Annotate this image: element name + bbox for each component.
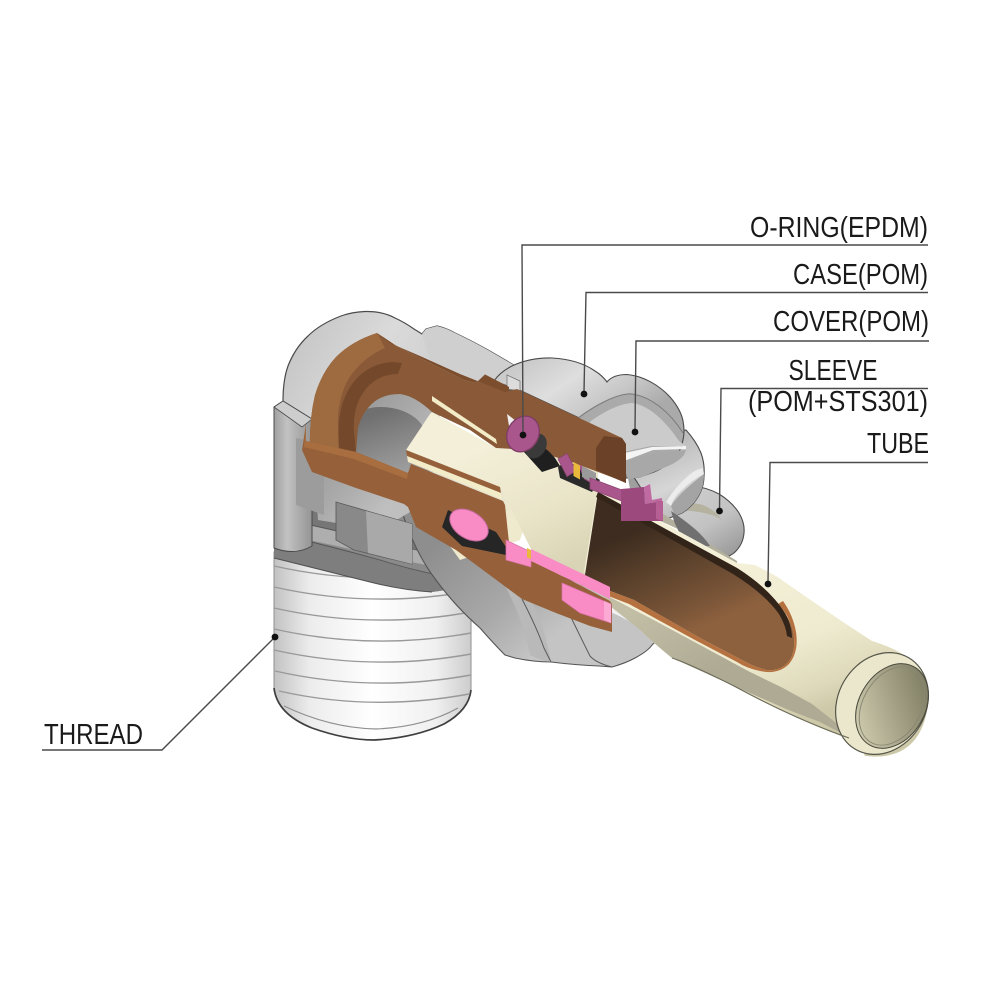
svg-text:SLEEVE: SLEEVE (789, 355, 878, 387)
svg-text:TUBE: TUBE (867, 428, 929, 460)
svg-text:(POM+STS301): (POM+STS301) (748, 386, 928, 418)
svg-text:CASE(POM): CASE(POM) (793, 259, 928, 291)
svg-text:THREAD: THREAD (44, 719, 143, 751)
svg-text:COVER(POM): COVER(POM) (773, 306, 929, 338)
svg-text:O-RING(EPDM): O-RING(EPDM) (750, 212, 928, 244)
